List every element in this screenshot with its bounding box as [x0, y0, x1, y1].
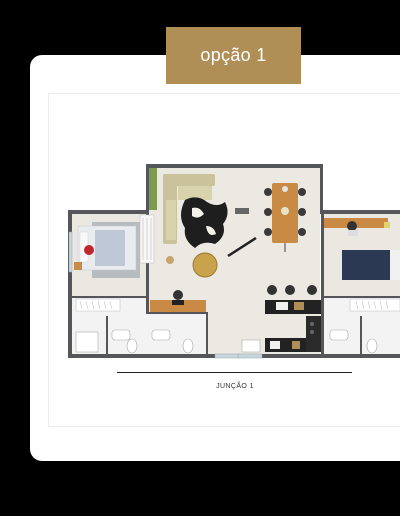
desk-icon [150, 300, 206, 312]
plan-caption: JUNÇÃO 1 [216, 383, 254, 390]
round-table [192, 252, 218, 278]
option-badge: opção 1 [166, 27, 301, 84]
wardrobe-left [75, 298, 121, 312]
dining-table-icon [264, 183, 306, 252]
kitchen-icon [265, 285, 321, 352]
caption-divider [117, 372, 352, 373]
planter [149, 168, 157, 210]
sofa-icon [163, 174, 215, 244]
bed-icon [74, 222, 140, 278]
windows [68, 231, 263, 359]
bathroom-icon [75, 329, 378, 354]
bed-right [324, 218, 400, 280]
